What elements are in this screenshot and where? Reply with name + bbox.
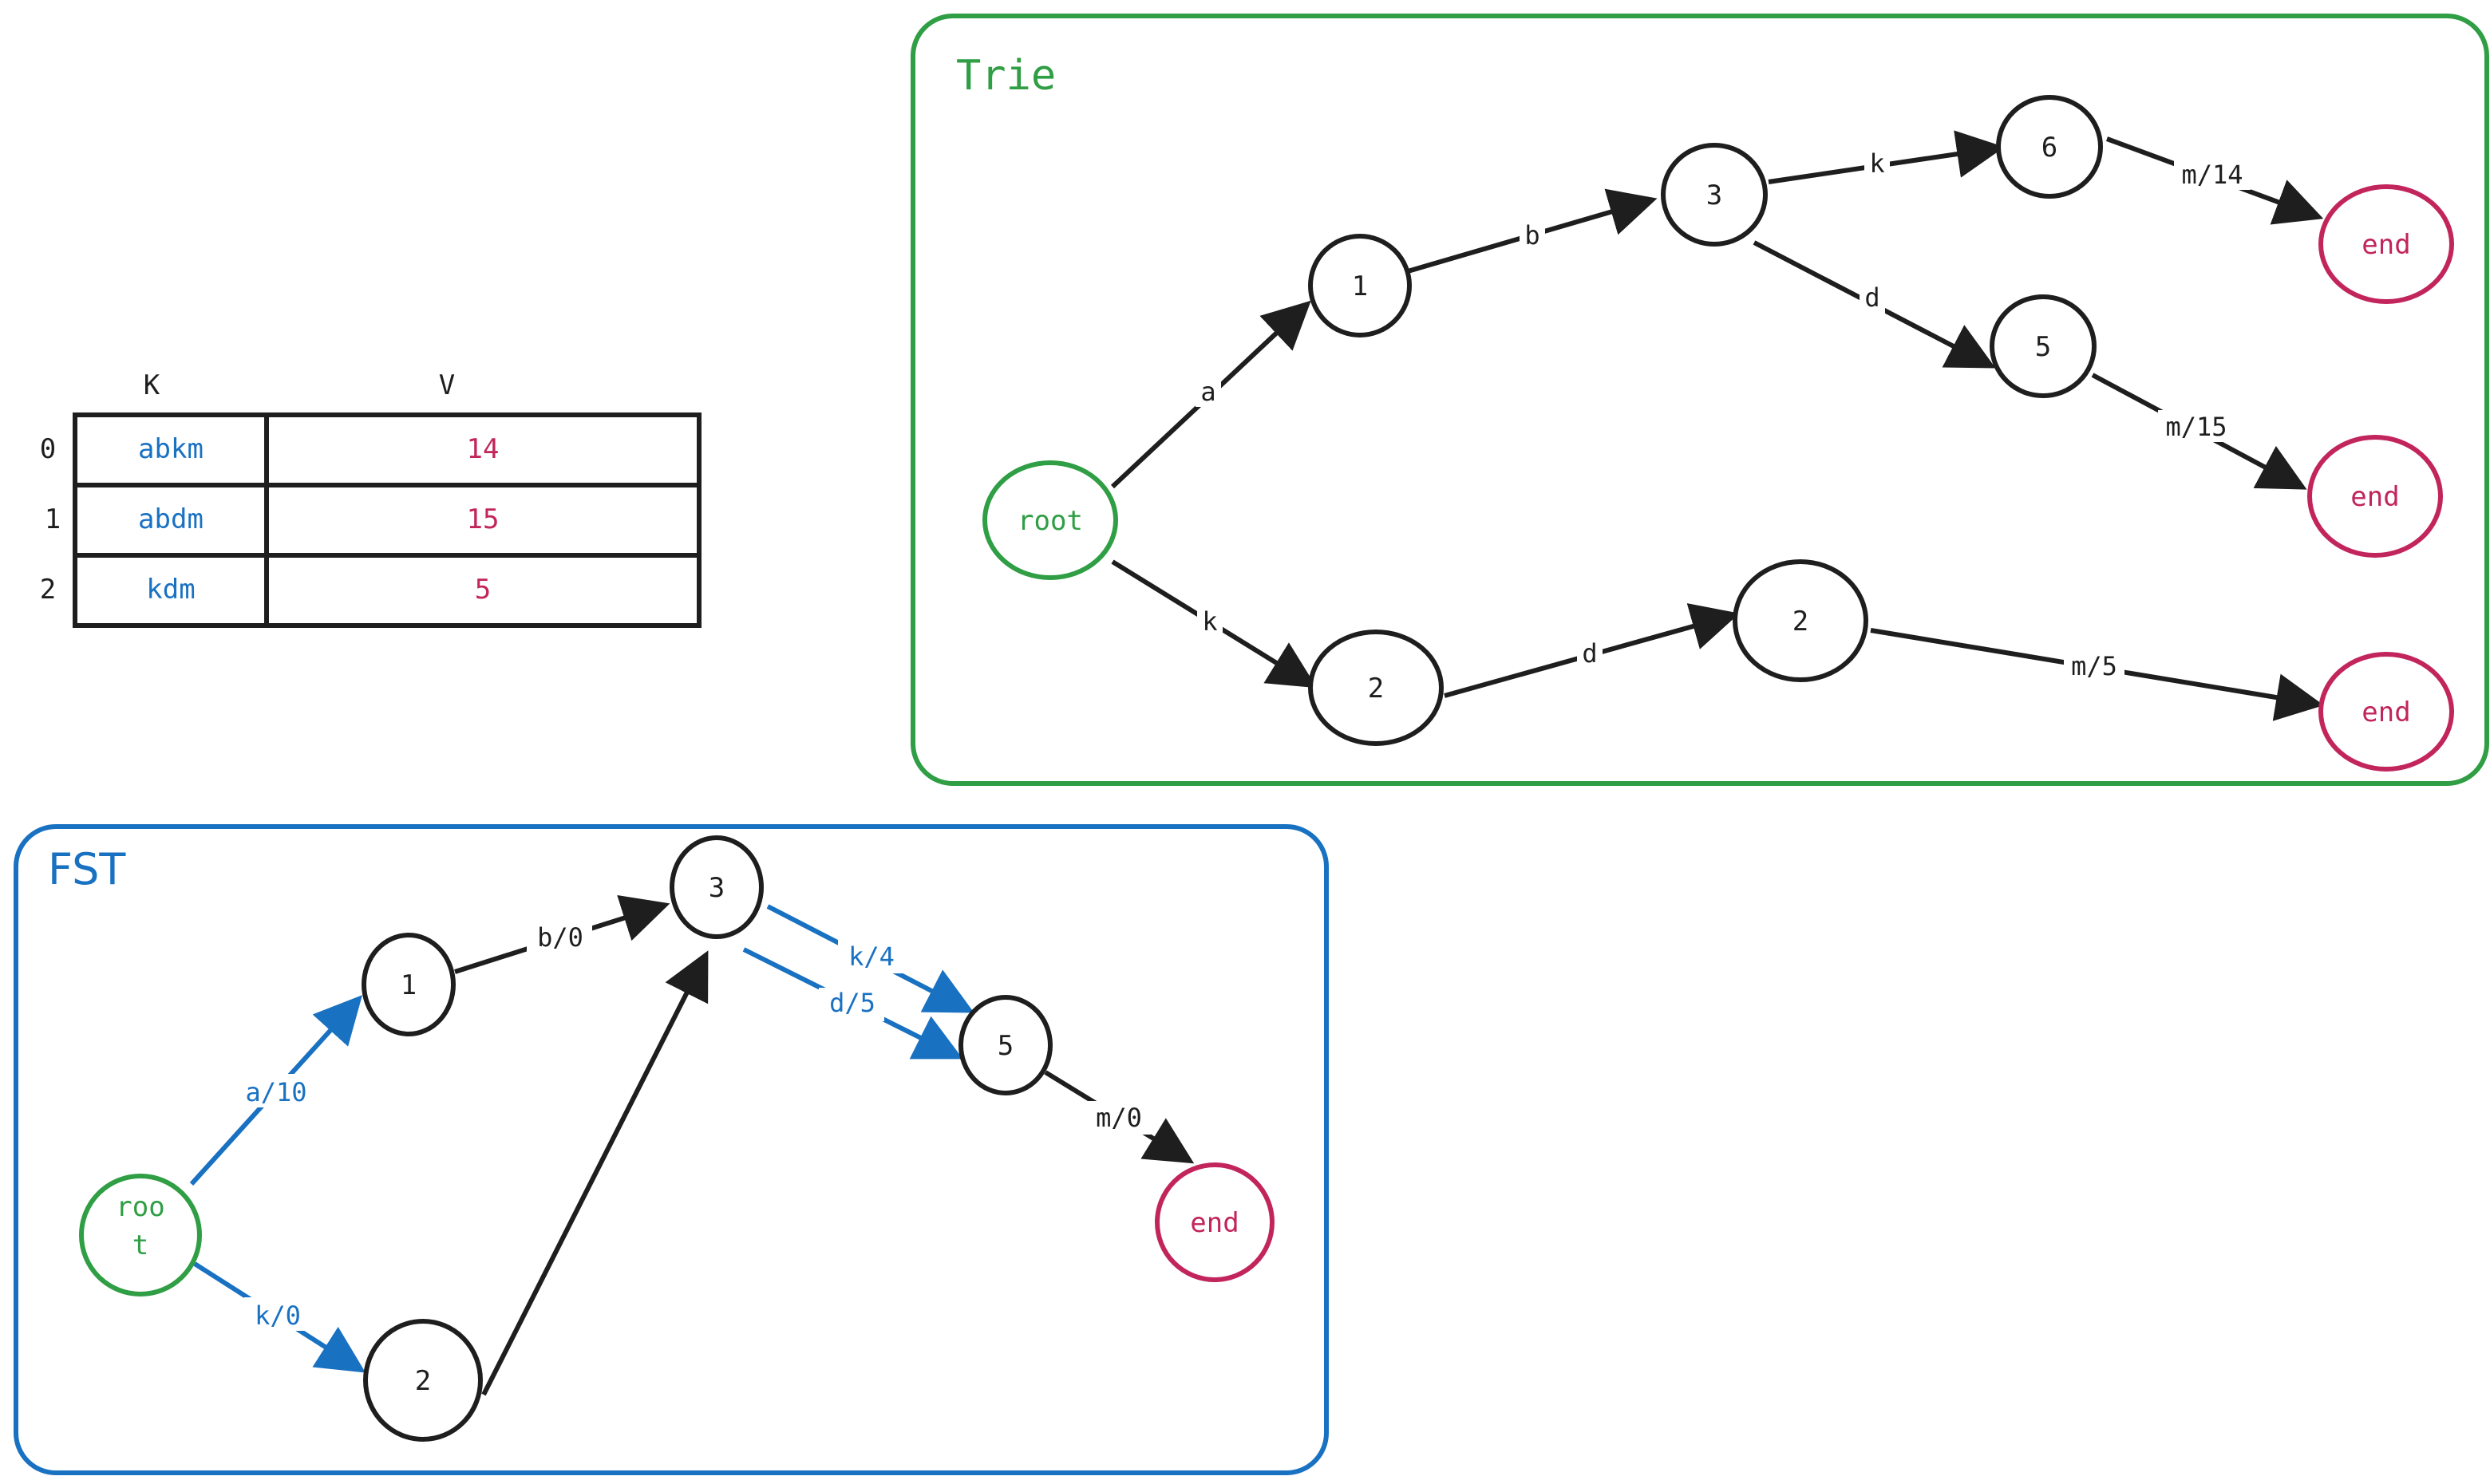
table-row-index: 0	[40, 433, 56, 465]
table-row-index: 2	[40, 574, 56, 606]
table-cell-value: 14	[467, 433, 500, 465]
label-bg	[1577, 638, 1603, 670]
kv-table: K V 0 abkm 14 1 abdm 15 2 kdm 5	[40, 369, 702, 628]
fst-node-1	[362, 933, 456, 1036]
trie-edge-label: b	[1524, 220, 1539, 251]
fst-title: FST	[48, 844, 126, 894]
fst-edge-2-3	[481, 950, 709, 1396]
trie-node-2	[1733, 559, 1868, 682]
trie-node-label: 1	[1352, 270, 1368, 302]
fst-node-root	[79, 1174, 202, 1297]
trie-node-end	[2318, 652, 2454, 772]
trie-node-1	[1308, 234, 1412, 337]
trie-node-end	[2307, 435, 2443, 558]
trie-node-label: end	[2362, 229, 2410, 261]
label-bg	[527, 919, 592, 953]
fst-node-2	[363, 1319, 483, 1442]
trie-edge-label: k	[1202, 606, 1217, 637]
fst-node-label: 1	[401, 969, 417, 1001]
trie-node-label: end	[2350, 481, 2399, 513]
label-bg	[244, 1297, 310, 1331]
label-bg	[2064, 649, 2124, 681]
label-bg	[838, 940, 903, 973]
label-bg	[1520, 220, 1545, 252]
trie-edge-label: d	[1864, 282, 1879, 313]
fst-edge-label: k/0	[255, 1300, 301, 1331]
trie-node-2	[1308, 630, 1444, 746]
table-cell-key: abdm	[138, 503, 204, 535]
table-row-index: 1	[45, 503, 61, 535]
trie-node-6	[1996, 95, 2103, 199]
fst-edge-label: a/10	[245, 1077, 306, 1107]
trie-title: Trie	[956, 52, 1056, 100]
label-bg	[233, 1074, 318, 1107]
trie-node-5	[1990, 294, 2097, 398]
label-bg	[819, 988, 884, 1021]
trie-node-root	[982, 460, 1118, 580]
table-cell-key: kdm	[146, 574, 195, 606]
table-border	[73, 412, 702, 628]
table-header-v: V	[439, 369, 455, 401]
label-bg	[1085, 1101, 1151, 1135]
fst-node-5	[958, 995, 1053, 1095]
label-bg	[1197, 605, 1223, 637]
trie-node-3	[1661, 143, 1768, 247]
table-cell-value: 15	[467, 503, 500, 535]
label-bg	[2174, 158, 2251, 190]
trie-frame	[911, 14, 2489, 786]
fst-node-label: roo	[116, 1191, 164, 1223]
trie-node-label: root	[1018, 505, 1083, 537]
fst-node-end	[1155, 1162, 1275, 1282]
fst-edge-label: k/4	[848, 941, 895, 972]
trie-edge-label: m/14	[2181, 160, 2243, 190]
fst-node-label: 2	[415, 1365, 431, 1397]
trie-edge-label: d	[1582, 638, 1597, 669]
trie-panel: Trie a b k d m/14 m/15	[911, 14, 2489, 786]
trie-node-label: 5	[2035, 331, 2051, 363]
table-cell-value: 5	[475, 574, 491, 606]
table-cell-key: abkm	[138, 433, 204, 465]
fst-panel: FST a/10 k/0 b/0 k/4 d/5 m/0	[14, 824, 1329, 1475]
trie-edge-label: m/15	[2165, 412, 2227, 442]
trie-node-label: 3	[1706, 180, 1722, 211]
label-bg	[1864, 148, 1890, 180]
fst-edge-label: b/0	[537, 922, 583, 953]
trie-node-label: 2	[1792, 606, 1808, 637]
trie-node-label: 6	[2041, 132, 2057, 164]
fst-node-label: t	[132, 1229, 148, 1261]
trie-node-end	[2318, 184, 2454, 304]
trie-node-label: 2	[1368, 673, 1384, 705]
label-bg	[1860, 282, 1885, 314]
table-header-k: K	[144, 369, 160, 401]
fst-frame	[14, 824, 1329, 1475]
fst-node-3	[670, 835, 764, 939]
fst-edge-label: d/5	[829, 988, 875, 1018]
label-bg	[2158, 410, 2235, 442]
trie-edge-label: m/5	[2071, 651, 2117, 681]
fst-node-label: end	[1190, 1207, 1239, 1239]
trie-node-label: end	[2362, 697, 2410, 728]
trie-edge-label: k	[1869, 148, 1884, 179]
label-bg	[1196, 375, 1221, 407]
fst-node-label: 5	[998, 1030, 1014, 1062]
fst-edge-label: m/0	[1096, 1103, 1142, 1133]
fst-node-label: 3	[709, 872, 725, 904]
trie-edge-label: a	[1200, 377, 1215, 407]
